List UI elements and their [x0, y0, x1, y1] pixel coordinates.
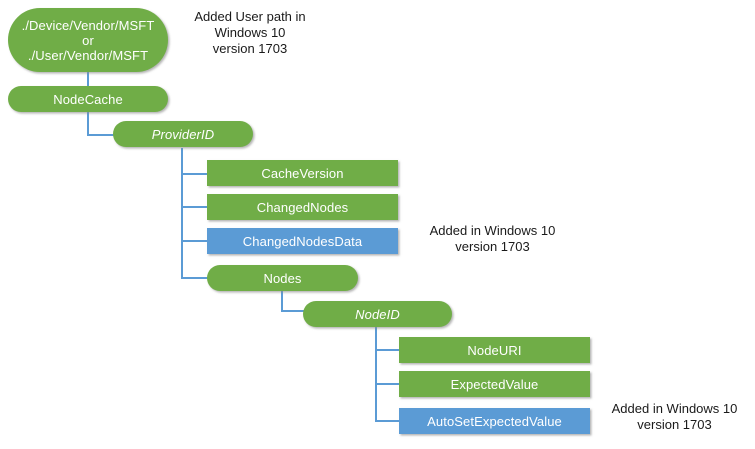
annotation-autosetexpectedvalue-added: Added in Windows 10 version 1703	[611, 401, 738, 432]
connector-providerid-to-changednodesdata	[181, 240, 208, 242]
node-nodes[interactable]: Nodes	[207, 265, 358, 291]
connector-nodecache-down	[87, 110, 89, 136]
annotation-root-user-path: Added User path in Windows 10 version 17…	[194, 9, 306, 56]
connector-root-to-nodecache	[87, 70, 89, 88]
connector-providerid-to-nodes	[181, 277, 208, 279]
node-root[interactable]: ./Device/Vendor/MSFT or ./User/Vendor/MS…	[8, 8, 168, 72]
connector-providerid-trunk	[181, 148, 183, 279]
connector-nodecache-to-providerid	[87, 134, 115, 136]
connector-nodeid-trunk	[375, 326, 377, 422]
connector-providerid-to-changednodes	[181, 206, 208, 208]
connector-nodeid-to-expectedvalue	[375, 383, 400, 385]
node-providerid[interactable]: ProviderID	[113, 121, 253, 147]
connector-providerid-to-cacheversion	[181, 173, 208, 175]
node-nodecache[interactable]: NodeCache	[8, 86, 168, 112]
node-nodeuri[interactable]: NodeURI	[399, 337, 590, 363]
node-expectedvalue[interactable]: ExpectedValue	[399, 371, 590, 397]
connector-nodeid-to-autosetexpectedvalue	[375, 420, 400, 422]
node-changednodes[interactable]: ChangedNodes	[207, 194, 398, 220]
node-cacheversion[interactable]: CacheVersion	[207, 160, 398, 186]
node-nodeid[interactable]: NodeID	[303, 301, 452, 327]
node-autosetexpectedvalue[interactable]: AutoSetExpectedValue	[399, 408, 590, 434]
connector-nodes-to-nodeid	[281, 310, 307, 312]
annotation-changednodesdata-added: Added in Windows 10 version 1703	[429, 223, 556, 254]
connector-nodes-down	[281, 290, 283, 312]
connector-nodeid-to-nodeuri	[375, 349, 400, 351]
node-changednodesdata[interactable]: ChangedNodesData	[207, 228, 398, 254]
